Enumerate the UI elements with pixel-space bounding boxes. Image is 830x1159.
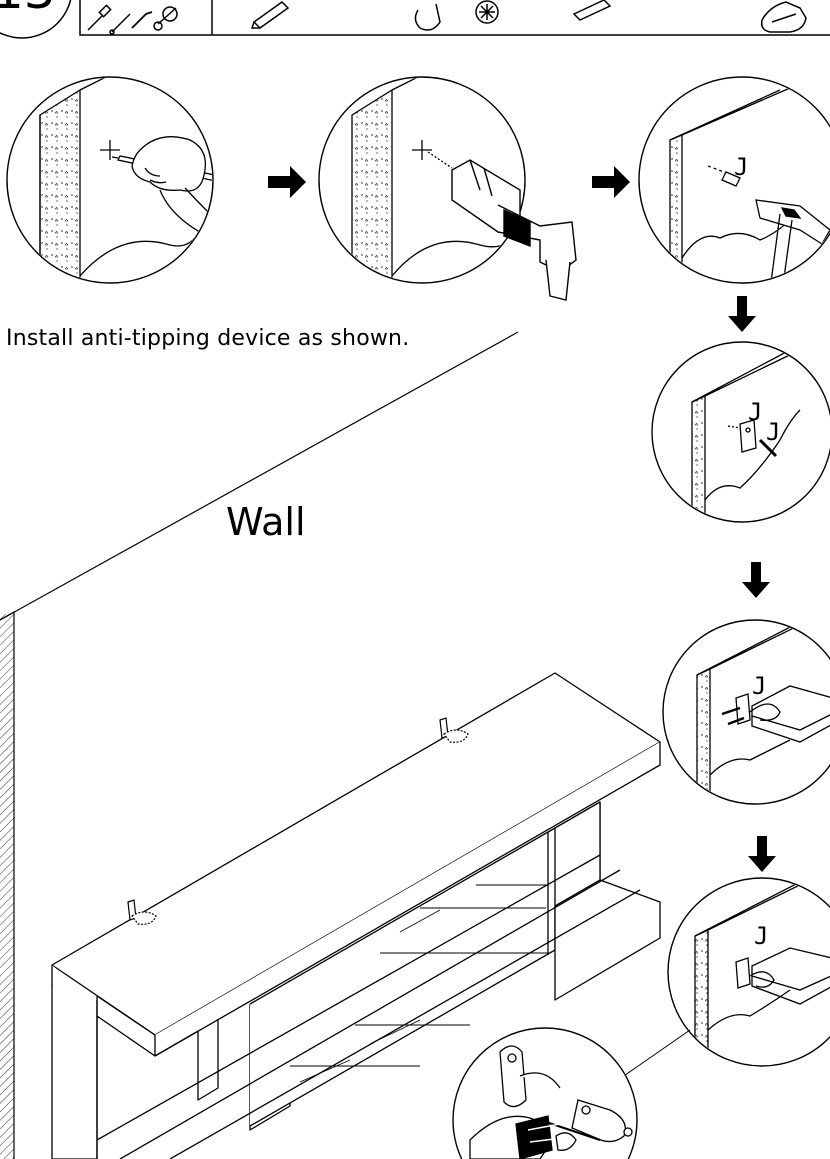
arrow-down-3	[748, 836, 776, 872]
tool-strip-border	[79, 0, 830, 36]
phillips-bit-icon	[475, 0, 499, 24]
part-label-j-1: J	[734, 153, 748, 181]
detail-screw-bracket	[452, 1027, 691, 1159]
detail-mark-position	[6, 76, 214, 284]
instruction-text: Install anti-tipping device as shown.	[6, 326, 410, 351]
header: 13	[0, 0, 830, 39]
arrow-right-1	[268, 166, 306, 198]
detail-insert-plug: J	[638, 76, 830, 284]
drill-icon	[760, 1, 807, 33]
detail-bracket-shelf-1: J	[662, 619, 830, 805]
arrow-down-2	[742, 562, 770, 598]
cabinet-drawing	[51, 672, 661, 1159]
bracket-left	[127, 899, 157, 925]
arrow-right-2	[592, 166, 630, 198]
bracket-right	[439, 717, 469, 743]
part-label-j-4: J	[752, 672, 766, 700]
pencil-icon	[250, 1, 290, 29]
arrow-down-1	[728, 296, 756, 332]
wall-outline	[0, 331, 519, 1159]
step-number-circle	[0, 0, 72, 39]
part-label-j-5: J	[754, 922, 768, 950]
part-label-j-2: J	[748, 398, 762, 426]
socket-icon	[153, 6, 178, 31]
wall-label: Wall	[226, 500, 306, 544]
part-label-j-3: J	[766, 418, 780, 446]
detail-bracket-shelf-2: J	[667, 877, 830, 1067]
file-icon	[572, 0, 612, 21]
screwdriver-icon	[87, 4, 112, 31]
wall-plug-icon	[414, 3, 441, 31]
drill-bit-icon	[109, 13, 131, 35]
detail-bracket-wall: J J	[651, 341, 830, 523]
allen-key-icon	[131, 11, 153, 29]
step-number: 13	[0, 0, 56, 20]
detail-drill-hole	[318, 76, 577, 301]
drill-tool	[451, 159, 577, 301]
